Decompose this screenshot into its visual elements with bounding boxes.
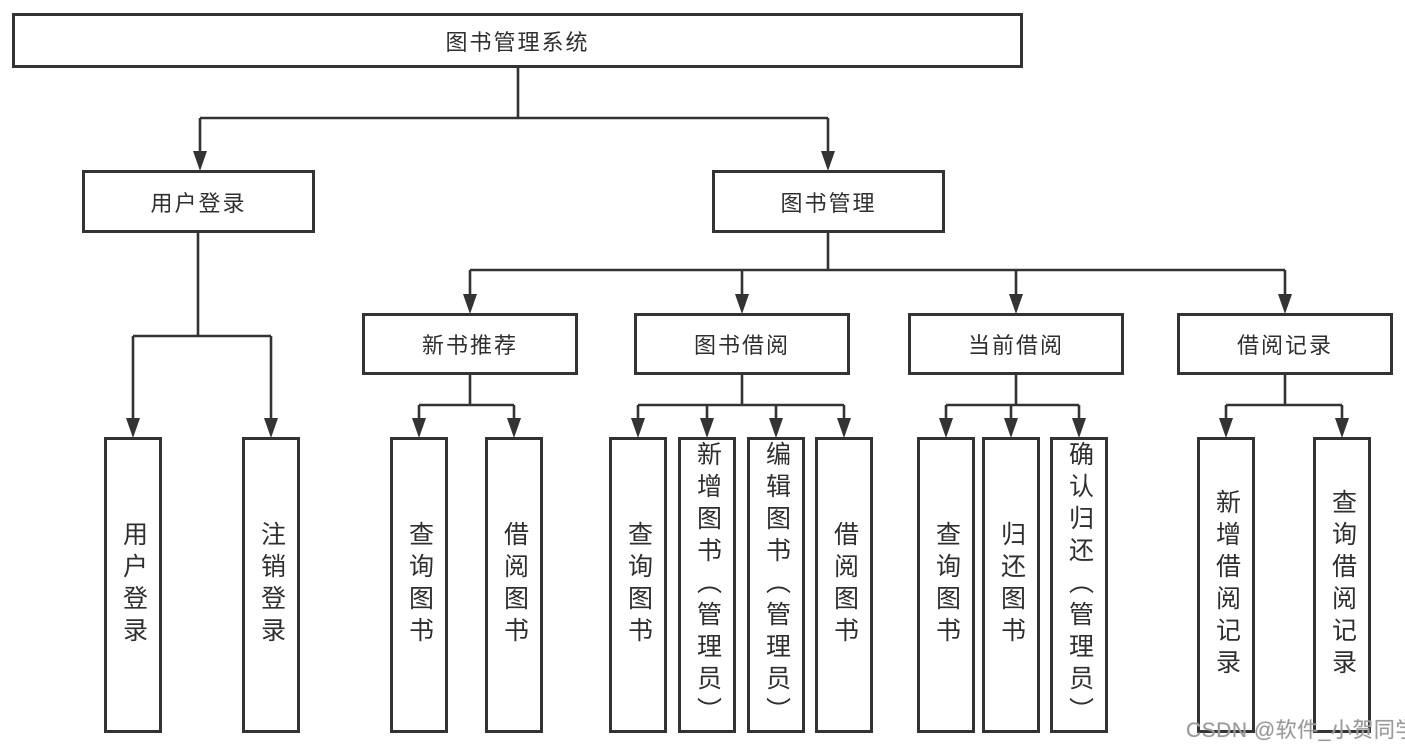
arrowhead: [1335, 418, 1349, 438]
leaf-rec-query-books-label: 查询图书: [405, 521, 434, 649]
leaf-bb-edit-books-label: 编辑图书（管理员）: [762, 441, 791, 729]
arrowhead: [631, 418, 645, 438]
leaf-cb-return-books-label: 归还图书: [997, 521, 1026, 649]
leaf-rec-borrow-books: 借阅图书: [485, 437, 543, 733]
arrowhead: [735, 294, 749, 314]
node-book-mgmt-label: 图书管理: [780, 190, 877, 216]
leaf-cb-query-books: 查询图书: [917, 437, 975, 733]
node-borrow-records-label: 借阅记录: [1236, 333, 1333, 358]
arrowhead: [193, 151, 207, 171]
leaf-br-add-record: 新增借阅记录: [1197, 437, 1255, 733]
leaf-bb-add-books-label: 新增图书（管理员）: [693, 441, 722, 729]
node-root-label: 图书管理系统: [445, 29, 590, 55]
arrowhead: [769, 418, 783, 438]
leaf-logout-label: 注销登录: [257, 521, 286, 649]
connector-borrow-records: [1224, 375, 1344, 419]
leaf-bb-borrow-books: 借阅图书: [815, 437, 873, 733]
arrowhead: [700, 418, 714, 438]
node-borrow-records: 借阅记录: [1177, 313, 1393, 375]
node-new-book-rec-label: 新书推荐: [421, 333, 518, 358]
connector-user-login: [131, 233, 273, 419]
arrowhead: [264, 418, 278, 438]
leaf-br-query-record-label: 查询借阅记录: [1328, 489, 1357, 681]
leaf-cb-confirm-return: 确认归还（管理员）: [1050, 437, 1108, 733]
arrowhead: [939, 418, 953, 438]
arrowhead: [1072, 418, 1086, 438]
arrowhead: [412, 418, 426, 438]
leaf-bb-borrow-books-label: 借阅图书: [830, 521, 859, 649]
leaf-user-login: 用户登录: [104, 437, 162, 733]
leaf-rec-borrow-books-label: 借阅图书: [500, 521, 529, 649]
connector-current-borrow: [944, 375, 1081, 419]
leaf-cb-query-books-label: 查询图书: [932, 521, 961, 649]
arrowhead: [463, 294, 477, 314]
node-book-mgmt: 图书管理: [712, 170, 945, 233]
node-root: 图书管理系统: [12, 13, 1023, 68]
arrowhead: [1009, 294, 1023, 314]
leaf-cb-return-books: 归还图书: [982, 437, 1040, 733]
node-user-login: 用户登录: [82, 170, 315, 233]
leaf-rec-query-books: 查询图书: [390, 437, 448, 733]
node-book-borrow: 图书借阅: [634, 313, 850, 375]
connector-new-book-rec: [417, 375, 516, 419]
arrowhead: [821, 151, 835, 171]
connector-book-borrow: [636, 375, 846, 419]
node-user-login-label: 用户登录: [150, 190, 247, 216]
connector-root: [198, 68, 830, 152]
leaf-logout: 注销登录: [242, 437, 300, 733]
arrowhead: [1278, 294, 1292, 314]
connector-book-mgmt: [468, 233, 1287, 296]
leaf-user-login-label: 用户登录: [119, 521, 148, 649]
leaf-bb-add-books: 新增图书（管理员）: [678, 437, 736, 733]
arrowhead: [837, 418, 851, 438]
leaf-bb-query-books-label: 查询图书: [624, 521, 653, 649]
leaf-br-query-record: 查询借阅记录: [1313, 437, 1371, 733]
arrowhead: [1219, 418, 1233, 438]
leaf-cb-confirm-return-label: 确认归还（管理员）: [1065, 441, 1094, 729]
node-current-borrow: 当前借阅: [908, 313, 1124, 375]
node-new-book-rec: 新书推荐: [362, 313, 578, 375]
leaf-bb-query-books: 查询图书: [609, 437, 667, 733]
node-book-borrow-label: 图书借阅: [693, 333, 790, 358]
leaf-br-add-record-label: 新增借阅记录: [1212, 489, 1241, 681]
arrowhead: [1004, 418, 1018, 438]
arrowhead: [126, 418, 140, 438]
node-current-borrow-label: 当前借阅: [967, 333, 1064, 358]
watermark-text: CSDN @软件_小贺同学: [1186, 719, 1405, 742]
arrowhead: [507, 418, 521, 438]
leaf-bb-edit-books: 编辑图书（管理员）: [747, 437, 805, 733]
